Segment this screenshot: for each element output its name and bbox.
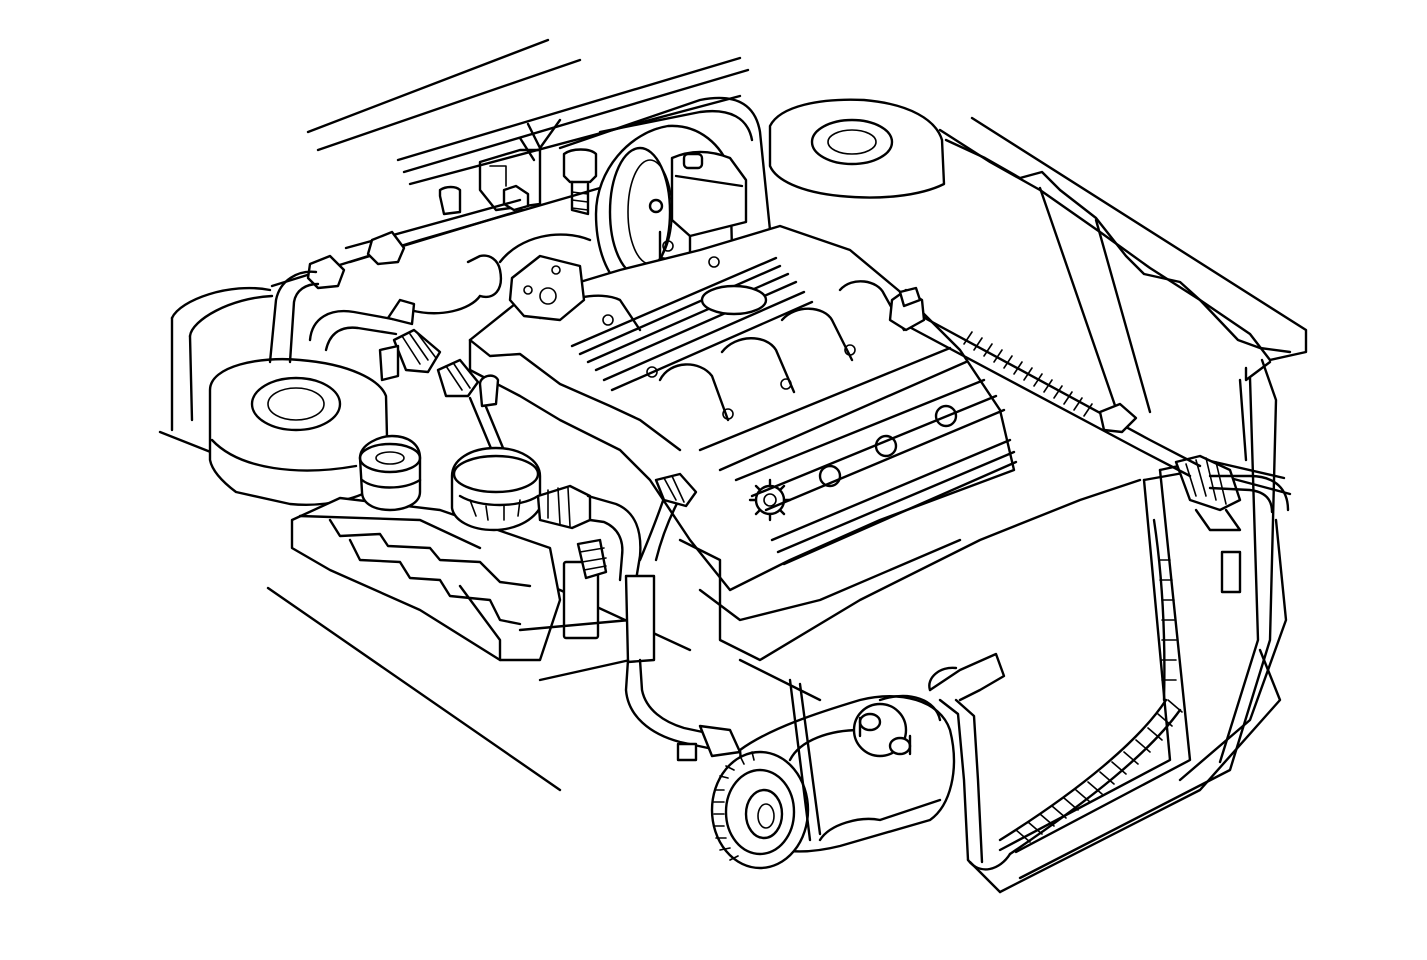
- body-outline: [158, 96, 1308, 894]
- reservoir-cap: [358, 434, 422, 512]
- cowl-fittings: [438, 148, 598, 216]
- vacuum-line: [268, 198, 524, 364]
- air-intake-duct: [408, 233, 592, 315]
- throttle-cable: [888, 286, 1202, 478]
- strut-tower-right: [768, 98, 946, 199]
- accumulator: [450, 446, 592, 532]
- ac-hose-left: [308, 298, 510, 472]
- ac-compressor: [710, 652, 1006, 870]
- strut-tower-left: [208, 358, 390, 506]
- intake-manifold-cover: [468, 224, 1142, 702]
- master-cylinder: [658, 150, 748, 264]
- ac-hose-compressor: [576, 472, 742, 762]
- hood-edge-lines: [306, 38, 750, 212]
- condenser: [966, 454, 1292, 871]
- gear-icon: [748, 478, 792, 522]
